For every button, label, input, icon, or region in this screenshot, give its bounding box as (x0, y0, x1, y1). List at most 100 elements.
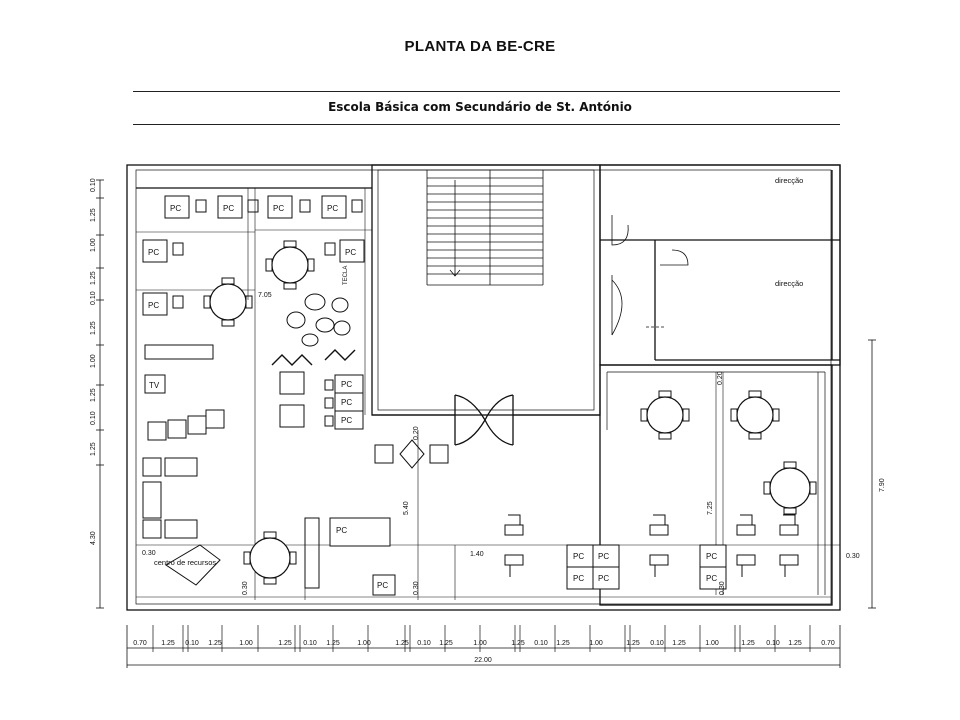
svg-text:1.25: 1.25 (788, 640, 802, 647)
svg-text:4.30: 4.30 (90, 531, 97, 545)
chairs (172, 199, 817, 585)
pc-station (329, 517, 391, 547)
pc-stations (142, 195, 727, 596)
sofa (144, 344, 214, 360)
dim-5-40: 5.40 (403, 501, 410, 515)
dim-7-90: 7.90 (879, 478, 886, 492)
dim-0-30: 0.30 (413, 581, 420, 595)
title-rule-top (133, 91, 840, 92)
display-stand (399, 439, 425, 469)
pc-label: PC (573, 574, 584, 583)
pc-label: PC (598, 552, 609, 561)
svg-text:1.00: 1.00 (705, 640, 719, 647)
round-table (249, 537, 291, 579)
pc-station (267, 195, 293, 219)
round-table (646, 396, 684, 434)
plan-title: PLANTA DA BE-CRE (404, 38, 556, 55)
svg-text:0.10: 0.10 (90, 178, 97, 192)
svg-text:1.25: 1.25 (90, 321, 97, 335)
dim-right-0-30: 0.30 (846, 553, 860, 560)
dim-1-40: 1.40 (470, 551, 484, 558)
pc-label: PC (148, 248, 159, 257)
svg-text:0.10: 0.10 (303, 640, 317, 647)
office-door-1 (611, 215, 629, 246)
svg-text:0.10: 0.10 (417, 640, 431, 647)
pc-label: PC (148, 301, 159, 310)
pc-label: PC (273, 204, 284, 213)
dim-0-20: 0.20 (413, 426, 420, 440)
pc-labels: PC PC PC PC PC PC PC PC PC PC PC PC PC P… (148, 204, 717, 590)
room-label-direccao-2: direcção (775, 279, 803, 288)
pc-station (592, 566, 620, 590)
dimension-lines (96, 179, 876, 668)
entrance-door (372, 394, 600, 446)
pc-station (339, 239, 365, 263)
svg-text:1.25: 1.25 (626, 640, 640, 647)
svg-text:1.25: 1.25 (439, 640, 453, 647)
round-table (271, 246, 309, 284)
pc-label: PC (345, 248, 356, 257)
pc-station (142, 292, 168, 316)
pc-label: PC (341, 398, 352, 407)
title-rule-bottom (133, 124, 840, 125)
tv-label: TV (149, 381, 160, 390)
svg-text:1.25: 1.25 (90, 442, 97, 456)
school-name: Escola Básica com Secundário de St. Antó… (328, 100, 632, 114)
svg-text:1.00: 1.00 (357, 640, 371, 647)
svg-text:1.25: 1.25 (90, 271, 97, 285)
total-width-label: 22.00 (474, 657, 492, 664)
svg-text:0.10: 0.10 (534, 640, 548, 647)
pc-station (321, 195, 347, 219)
svg-text:1.25: 1.25 (395, 640, 409, 647)
svg-text:0.70: 0.70 (133, 640, 147, 647)
pc-station (699, 566, 727, 590)
svg-text:1.25: 1.25 (90, 208, 97, 222)
stair-block (371, 164, 601, 416)
svg-text:0.10: 0.10 (90, 291, 97, 305)
round-table (769, 467, 811, 509)
office-door-2 (660, 249, 689, 266)
lounge-furniture (142, 344, 449, 589)
pc-label: PC (336, 526, 347, 535)
svg-text:1.25: 1.25 (556, 640, 570, 647)
room-label-centro-recursos: centro de recursos (154, 558, 216, 567)
svg-text:1.25: 1.25 (90, 388, 97, 402)
pc-label: PC (598, 574, 609, 583)
round-table (736, 396, 774, 434)
pc-label: PC (573, 552, 584, 561)
svg-text:1.25: 1.25 (511, 640, 525, 647)
teclado-label: TECLA (343, 266, 349, 285)
bottom-ticks (152, 625, 811, 652)
svg-text:1.25: 1.25 (326, 640, 340, 647)
svg-text:1.25: 1.25 (278, 640, 292, 647)
pc-label: PC (377, 581, 388, 590)
dim-0-20: 0.20 (717, 371, 724, 385)
pc-label: PC (341, 380, 352, 389)
round-tables (209, 246, 811, 579)
pc-label: PC (341, 416, 352, 425)
round-table (209, 283, 247, 321)
staircase (426, 170, 544, 286)
inner-wall-line (135, 169, 832, 605)
resource-table (165, 544, 221, 586)
beanbags (271, 293, 356, 366)
svg-text:1.25: 1.25 (161, 640, 175, 647)
svg-text:0.10: 0.10 (650, 640, 664, 647)
dim-left-0-30: 0.30 (142, 550, 156, 557)
svg-text:1.00: 1.00 (90, 354, 97, 368)
svg-text:0.10: 0.10 (766, 640, 780, 647)
dim-7-25: 7.25 (707, 501, 714, 515)
pc-label: PC (327, 204, 338, 213)
svg-text:1.00: 1.00 (239, 640, 253, 647)
svg-text:1.25: 1.25 (672, 640, 686, 647)
pc-station (164, 195, 190, 219)
svg-text:0.70: 0.70 (821, 640, 835, 647)
pc-label: PC (706, 574, 717, 583)
bottom-dimension-labels: 0.70 1.25 0.10 1.25 1.00 1.25 0.10 1.25 … (133, 640, 835, 647)
dim-0-30: 0.30 (719, 581, 726, 595)
pc-label: PC (170, 204, 181, 213)
pc-label: PC (223, 204, 234, 213)
dim-7-05: 7.05 (258, 292, 272, 299)
pc-station (142, 239, 168, 263)
